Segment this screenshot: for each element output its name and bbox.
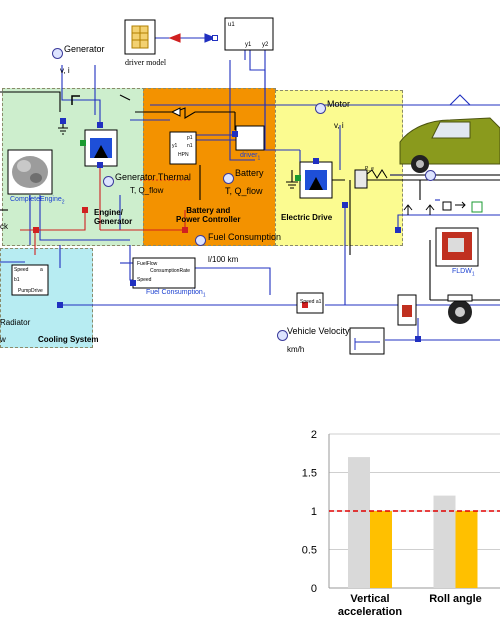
battery-controller-line-1: Battery and (186, 206, 231, 215)
port-square (415, 336, 421, 342)
radiator-label: Radiator (0, 318, 31, 327)
top-u1-label: u1 (228, 22, 235, 28)
vehicle-velocity-sensor-icon[interactable] (277, 330, 288, 341)
pump-drive-label: PumpDrive (18, 288, 43, 294)
motor-sensor-icon[interactable] (315, 103, 326, 114)
y-tick-label: 2 (311, 429, 317, 441)
hpn-n1-label: n1 (187, 143, 193, 149)
port-square (342, 202, 348, 208)
complete-engine-label: CompleteEngine2 (10, 196, 65, 205)
bar (348, 457, 370, 588)
fuel-unit-label: l/100 km (208, 255, 239, 264)
port-square (82, 207, 88, 213)
port-square (33, 227, 39, 233)
x-category-label: acceleration (338, 606, 402, 618)
fuel-consumption-sensor-icon[interactable] (195, 235, 206, 246)
speed-a1-name: Speed (300, 299, 315, 305)
generator-sensor-icon[interactable] (52, 48, 63, 59)
battery-controller-region (143, 88, 276, 246)
generator-thermal-label: Generator Thermal (115, 172, 191, 182)
pe-label: P_e (365, 166, 374, 172)
port-square (212, 35, 218, 41)
bar (455, 511, 478, 588)
y-tick-label: 1.5 (302, 468, 317, 480)
fuel-consumption-block-name: Fuel Consumption (146, 289, 203, 296)
battery-controller-line-2: Power Controller (176, 215, 241, 224)
hpn-label: HPN (178, 152, 189, 158)
engine-generator-title: Engine/ Generator (94, 208, 132, 226)
generator-sensor-label: Generator (64, 44, 105, 54)
fuel-flow-port-label: FuelFlow (137, 261, 158, 267)
bar (370, 511, 392, 588)
engine-generator-line-1: Engine/ (94, 208, 123, 217)
x-category-label: Roll angle (429, 593, 482, 605)
engine-generator-line-2: Generator (94, 217, 133, 226)
cooling-system-title: Cooling System (38, 335, 99, 344)
complete-engine-name: CompleteEngine (10, 196, 62, 203)
hpn-p1-label: p1 (187, 135, 193, 141)
fuel-consumption-block-subscript: 1 (202, 292, 206, 299)
driver-block-subscript: 1 (257, 155, 261, 162)
velocity-unit-label: km/h (287, 345, 305, 354)
pump-a-label: a (40, 267, 43, 273)
complete-engine-subscript: 2 (61, 199, 65, 206)
tire-sensor-icon[interactable] (425, 170, 436, 181)
port-square (130, 280, 136, 286)
port-square (295, 175, 301, 181)
consumption-rate-port-label: ConsumptionRate (150, 268, 191, 274)
driver-block-label: driver1 (240, 152, 260, 161)
fldw-name: FLDW (452, 268, 472, 275)
generator-vi-label: v, i (60, 66, 70, 75)
port-square (232, 131, 238, 137)
port-square (60, 118, 66, 124)
pump-speed-label: Speed (14, 267, 29, 273)
fldw-label: FLDW1 (452, 268, 475, 277)
motor-sensor-label: Motor (327, 99, 351, 109)
driver-block-name: driver (240, 152, 258, 159)
electric-drive-title: Electric Drive (281, 213, 333, 222)
port-square (395, 227, 401, 233)
speed-a1-port: a1 (315, 299, 322, 305)
battery-tq-label: T, Q_flow (225, 186, 263, 196)
y-tick-label: 0.5 (302, 545, 317, 557)
ck-fragment-label: ck (0, 222, 8, 231)
port-square (80, 140, 86, 146)
x-category-label: Vertical (350, 593, 389, 605)
port-square (57, 302, 63, 308)
driver-model-label: driver model (125, 58, 167, 67)
generator-tq-label: T, Q_flow (130, 186, 164, 195)
port-square (182, 227, 188, 233)
port-square (97, 122, 103, 128)
motor-vi-label: v, i (334, 121, 344, 130)
battery-sensor-icon[interactable] (223, 173, 234, 184)
port-square (302, 302, 308, 308)
fldw-subscript: 1 (471, 271, 475, 278)
diagram-wires (0, 17, 500, 355)
speed-a1-label: Speed a1 (300, 299, 321, 305)
fuel-consumption-sensor-label: Fuel Consumption (208, 232, 282, 242)
w-fragment-label: w (0, 335, 6, 344)
bar (433, 495, 456, 588)
hpn-y1-label: y1 (172, 143, 178, 149)
top-y1-label: y1 (245, 42, 252, 48)
top-y2-label: y2 (262, 42, 269, 48)
generator-thermal-sensor-icon[interactable] (103, 176, 114, 187)
port-square (313, 158, 319, 164)
y-tick-label: 0 (311, 583, 317, 595)
electric-drive-region (275, 90, 403, 246)
fuel-speed-port-label: Speed (137, 277, 152, 283)
pump-b1-label: b1 (14, 277, 20, 283)
battery-controller-title: Battery and Power Controller (176, 206, 240, 224)
port-square (97, 162, 103, 168)
vehicle-velocity-sensor-label: Vehicle Velocity (287, 326, 350, 336)
fuel-consumption-block-label: Fuel Consumption1 (146, 289, 206, 298)
battery-sensor-label: Battery (235, 168, 264, 178)
y-tick-label: 1 (311, 506, 317, 518)
